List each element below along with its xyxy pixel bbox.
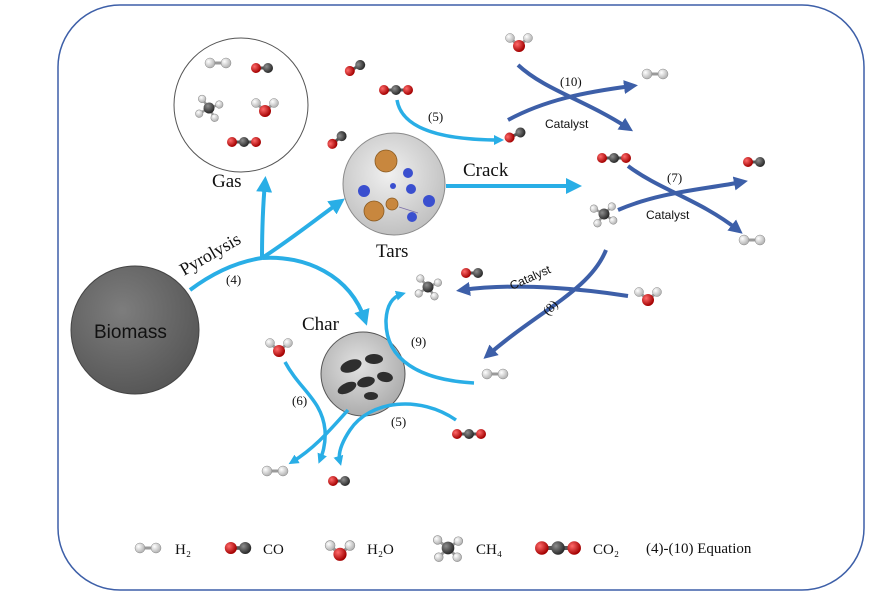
eq5-bottom-arrow [333,402,457,466]
eq7-catalyst-arrows [617,164,748,234]
co-molecule-eq8 [459,266,485,280]
co-molecule-eq7 [741,155,767,169]
legend-co2-label: CO₂ [593,542,619,558]
co2-molecule-eq7 [595,151,633,165]
legend: H₂ CO H₂O CH₄ CO₂ (4)-(10) Equation [133,534,752,564]
ch4-molecule-eq7 [588,199,620,230]
ch4-molecule-eq9 [412,272,444,303]
co-molecule-left-tars [323,127,351,153]
catalyst-7-label: Catalyst [646,208,690,222]
legend-co-icon [223,540,253,556]
co-molecule-eq5-product [501,124,529,146]
eq7-label: (7) [667,170,682,185]
legend-co-label: CO [263,542,284,558]
h2-molecule-eq9 [480,367,510,381]
eq10-label: (10) [560,74,582,89]
co-molecule-eq6 [326,474,352,488]
eq6-label: (6) [292,393,307,408]
eq9-arrow [384,290,475,385]
legend-h2-label: H₂ [175,542,191,558]
h2o-molecule-eq6 [264,337,294,359]
h2-molecule-eq6 [260,464,290,478]
tars-particles [358,149,435,222]
pyrolysis-arrows [188,176,370,326]
eq5-top-arrow [395,99,504,145]
co2-molecule-eq5-bottom [450,427,488,441]
legend-ch4-icon [431,534,465,564]
biomass-label: Biomass [94,322,167,343]
h2o-molecule-eq10 [504,32,534,54]
catalyst-10-label: Catalyst [545,117,589,131]
h2o-molecule-eq8 [633,286,663,308]
eq5-top-label: (5) [428,109,443,124]
eq4-label: (4) [226,272,241,287]
co2-molecule-top [377,83,415,97]
eq8-catalyst-arrows [456,249,629,359]
legend-equation-label: (4)-(10) Equation [646,541,752,557]
biomass-node [70,265,200,395]
co-molecule-top-left [341,56,369,80]
eq10-catalyst-arrows [507,63,638,132]
legend-h2o-label: H₂O [367,542,394,558]
legend-co2-icon [535,541,581,555]
char-label: Char [302,314,340,335]
diagram-frame [57,4,865,591]
tars-label: Tars [376,241,408,262]
eq6-arrows [283,361,350,465]
legend-h2-icon [133,541,163,555]
eq5-bottom-label: (5) [391,414,406,429]
h2-molecule-eq10 [640,67,670,81]
char-particles [337,354,393,400]
legend-ch4-label: CH₄ [476,542,502,558]
eq9-label: (9) [411,334,426,349]
h2-molecule-eq7 [737,233,767,247]
gas-co2-molecule [225,135,263,149]
gas-label: Gas [212,171,242,192]
legend-h2o-icon [323,538,357,563]
gas-node [173,37,309,173]
crack-label: Crack [463,160,509,181]
